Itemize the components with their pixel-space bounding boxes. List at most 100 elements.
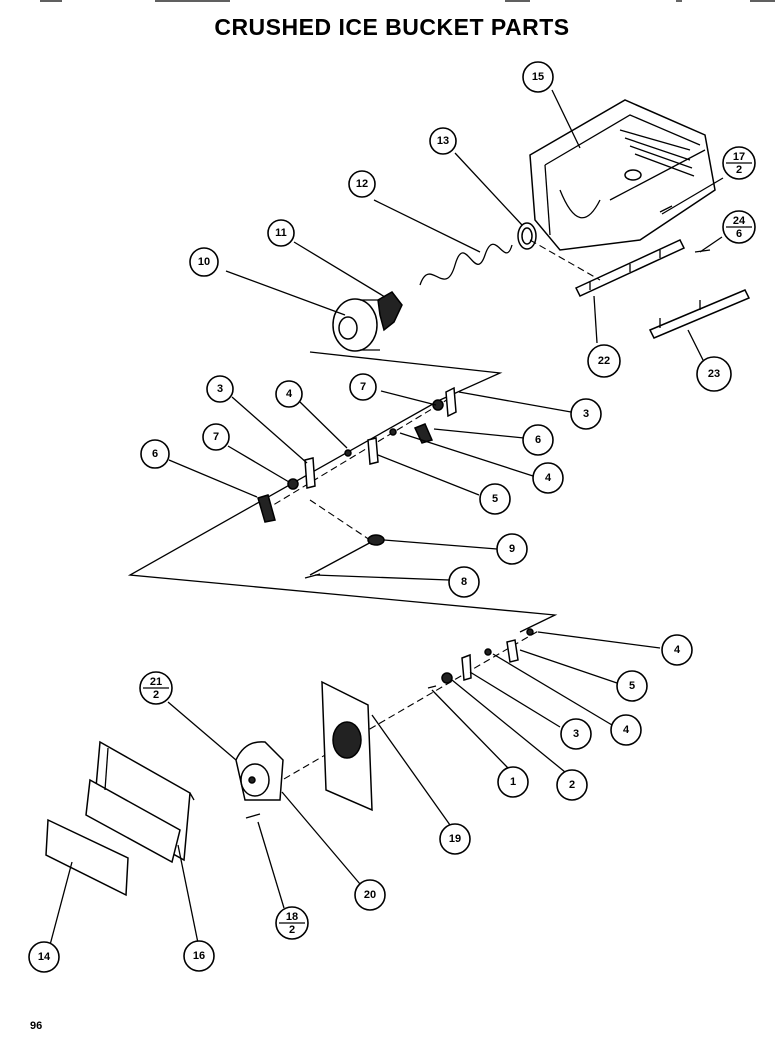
callout-number: 24 <box>733 215 746 227</box>
callout-14: 14 <box>28 941 60 973</box>
callout-number: 11 <box>275 227 287 239</box>
callout-21-over-2: 212 <box>139 671 173 705</box>
shaft-small-parts <box>257 386 534 689</box>
callout-18-over-2: 182 <box>275 906 309 940</box>
callout-number: 14 <box>38 951 51 963</box>
callout-number: 4 <box>623 724 630 736</box>
callout-4: 4 <box>532 462 564 494</box>
callout-16: 16 <box>183 940 215 972</box>
drive-wheel-part <box>332 298 380 352</box>
callout-circle <box>610 714 642 746</box>
callout-circle <box>570 398 602 430</box>
callout-number: 6 <box>152 448 158 460</box>
auger-spring-part <box>419 243 513 286</box>
callout-number: 15 <box>532 71 544 83</box>
callout-circle <box>532 462 564 494</box>
callout-quantity: 2 <box>736 164 742 176</box>
callout-circle <box>348 170 376 198</box>
callout-12: 12 <box>348 170 376 198</box>
callout-number: 4 <box>286 388 293 400</box>
callout-3: 3 <box>206 375 234 403</box>
callout-3: 3 <box>570 398 602 430</box>
mounting-plate-part <box>321 680 373 812</box>
callout-number: 7 <box>213 431 219 443</box>
callout-circle <box>496 533 528 565</box>
page-title: CRUSHED ICE BUCKET PARTS <box>214 14 570 40</box>
callout-circle <box>439 823 471 855</box>
page-number: 96 <box>30 1020 43 1032</box>
callout-circle <box>497 766 529 798</box>
callout-5: 5 <box>616 670 648 702</box>
callout-number: 23 <box>708 368 720 380</box>
housing-part <box>235 741 284 801</box>
callout-quantity: 2 <box>289 924 295 936</box>
callout-17-over-2: 172 <box>722 146 756 180</box>
callout-circle <box>448 566 480 598</box>
callout-circle <box>140 439 170 469</box>
callout-number: 6 <box>535 434 541 446</box>
callout-circle <box>522 424 554 456</box>
callout-number: 4 <box>674 644 681 656</box>
callout-7: 7 <box>202 423 230 451</box>
callout-number: 7 <box>360 381 366 393</box>
callout-circle <box>616 670 648 702</box>
callout-6: 6 <box>140 439 170 469</box>
callout-number: 1 <box>510 776 516 788</box>
callout-22: 22 <box>587 344 621 378</box>
callout-circle <box>522 61 554 93</box>
callout-circle <box>275 380 303 408</box>
screw-18-part <box>245 813 261 819</box>
callout-number: 2 <box>569 779 575 791</box>
callout-number: 19 <box>449 833 461 845</box>
callout-6: 6 <box>522 424 554 456</box>
callout-24-over-6: 246 <box>722 210 756 244</box>
callout-7: 7 <box>349 373 377 401</box>
callout-circle <box>349 373 377 401</box>
callout-circle <box>28 941 60 973</box>
blade-part <box>377 291 403 332</box>
slide-rail-right-part <box>648 289 751 339</box>
callout-number: 22 <box>598 355 610 367</box>
callout-number: 10 <box>198 256 210 268</box>
callout-number: 3 <box>217 383 223 395</box>
callout-circle <box>696 356 732 392</box>
callout-circle <box>189 247 219 277</box>
callout-19: 19 <box>439 823 471 855</box>
callout-10: 10 <box>189 247 219 277</box>
callout-15: 15 <box>522 61 554 93</box>
callout-8: 8 <box>448 566 480 598</box>
callout-number: 18 <box>286 911 298 923</box>
callout-circle <box>202 423 230 451</box>
callout-2: 2 <box>556 769 588 801</box>
callout-number: 21 <box>150 676 162 688</box>
callout-circle <box>206 375 234 403</box>
callout-quantity: 2 <box>153 689 159 701</box>
callout-13: 13 <box>429 127 457 155</box>
assembly-lines <box>127 239 601 791</box>
callout-11: 11 <box>267 219 295 247</box>
ice-bucket-part <box>529 99 716 251</box>
callout-number: 5 <box>629 680 635 692</box>
callout-quantity: 6 <box>736 228 742 240</box>
callout-circle <box>183 940 215 972</box>
callout-circle <box>560 718 592 750</box>
leader-lines <box>49 89 724 946</box>
callout-circle <box>587 344 621 378</box>
callout-3: 3 <box>560 718 592 750</box>
callout-number: 9 <box>509 543 515 555</box>
callout-number: 13 <box>437 135 449 147</box>
slide-rail-left-part <box>574 239 686 297</box>
callout-circle <box>479 483 511 515</box>
callout-number: 4 <box>545 472 552 484</box>
callout-circle <box>354 879 386 911</box>
callout-number: 3 <box>583 408 589 420</box>
callout-number: 20 <box>364 889 376 901</box>
callout-circle <box>661 634 693 666</box>
callout-20: 20 <box>354 879 386 911</box>
screw-17-part <box>659 205 673 213</box>
callout-number: 3 <box>573 728 579 740</box>
callout-5: 5 <box>479 483 511 515</box>
callout-9: 9 <box>496 533 528 565</box>
